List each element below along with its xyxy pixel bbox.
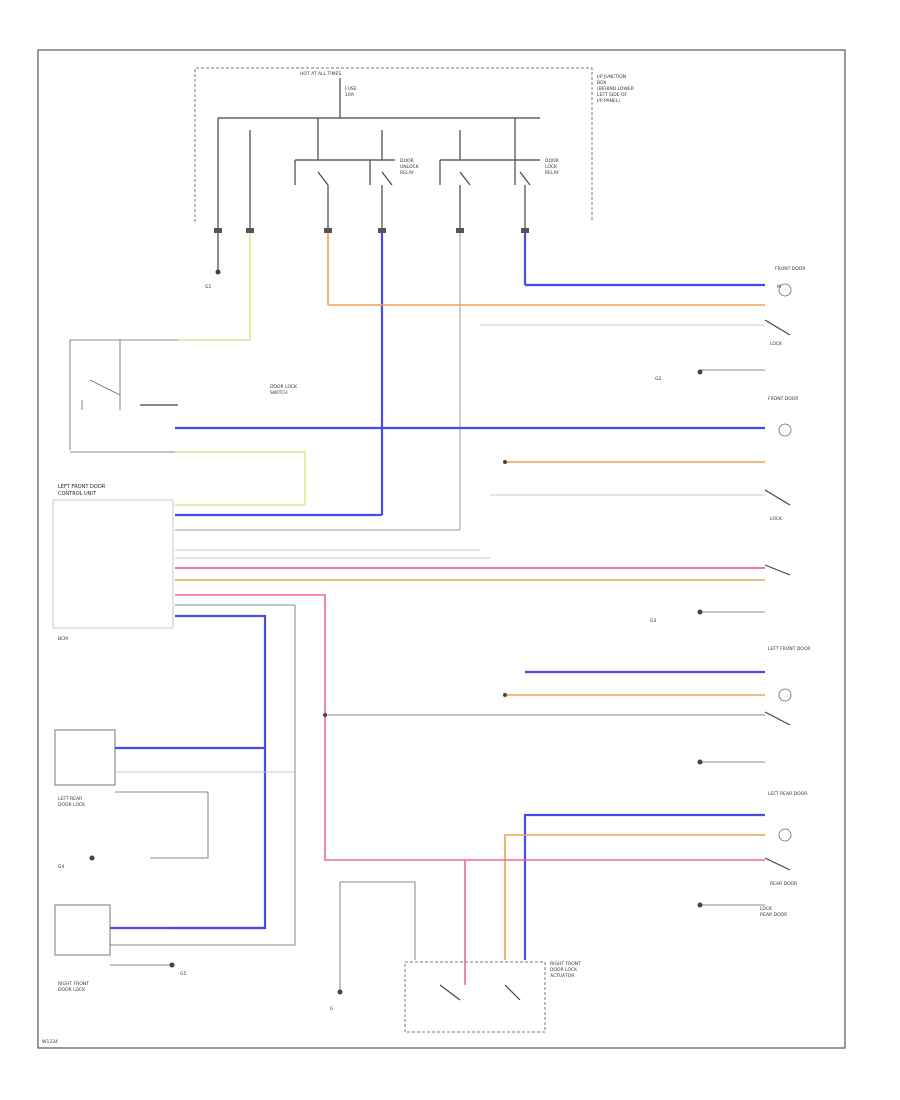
relay-label-1: DOOR: [400, 158, 414, 164]
switch-label-b: SWITCH: [270, 390, 288, 396]
ground-g1-label: G1: [205, 284, 211, 290]
relay-connectors: [214, 228, 529, 233]
right-front-switch-label: RIGHT FRONT: [58, 981, 89, 987]
right-label-4: LEFT FRONT DOOR: [768, 646, 811, 652]
top-relay-box: HOT AT ALL TIMES FUSE 10A I/P JUNCTION B…: [194, 67, 634, 232]
bottom-ground-label: G: [330, 1006, 334, 1012]
motor-label-1: M: [777, 284, 781, 290]
right-label-3: LOCK: [770, 516, 783, 522]
actuator-label-a: RIGHT FRONT: [550, 961, 581, 967]
left-rear-switch-label: LEFT REAR: [58, 796, 82, 802]
relay-label-2: DOOR: [545, 158, 559, 164]
control-unit-note: BCM: [58, 636, 68, 642]
right-switch-group-1: FRONT DOOR M LOCK G2: [328, 266, 805, 382]
right-label-6: REAR DOOR: [770, 881, 797, 887]
left-rear-door-switch: LEFT REAR DOOR LOCK G4: [54, 729, 295, 870]
bottom-actuator: G RIGHT FRONT DOOR LOCK ACTUATOR: [330, 881, 581, 1033]
right-switch-group-3: LEFT FRONT DOOR: [323, 646, 811, 765]
top-box-right-label3: (BEHIND LOWER: [597, 86, 634, 92]
ground-g3-label: G3: [650, 618, 656, 624]
right-label-7: LOCK: [760, 906, 773, 912]
top-box-right-label2: BOX: [597, 80, 606, 86]
ground-g5-label: G5: [180, 971, 186, 977]
relay-label-2c: RELAY: [545, 170, 559, 176]
top-box-right-label5: I/P PANEL): [597, 98, 620, 104]
right-switch-group-4: LEFT REAR DOOR REAR DOOR LOCK REAR DOOR: [465, 791, 807, 960]
left-control-unit: LEFT FRONT DOOR CONTROL UNIT BCM: [52, 484, 490, 960]
ground-g2-label: G2: [655, 376, 661, 382]
control-unit-title-2: CONTROL UNIT: [58, 491, 97, 497]
relay-label-1c: RELAY: [400, 170, 414, 176]
diagram-code: W1234: [42, 1039, 58, 1045]
ground-g4-label: G4: [58, 864, 64, 870]
top-box-sub: FUSE: [345, 86, 357, 92]
switch-label-a: DOOR LOCK: [270, 384, 298, 390]
control-unit-title-1: LEFT FRONT DOOR: [58, 484, 106, 490]
actuator-label-b: DOOR LOCK: [550, 967, 578, 973]
right-label-2: FRONT DOOR: [768, 396, 798, 402]
relay-label-1b: UNLOCK: [400, 164, 420, 170]
right-label-0: FRONT DOOR: [775, 266, 805, 272]
right-label-5: LEFT REAR DOOR: [768, 791, 807, 797]
right-switch-group-2: LOCK G3: [175, 460, 791, 624]
top-box-sub2: 10A: [345, 92, 355, 98]
top-box-title: HOT AT ALL TIMES: [300, 71, 341, 77]
actuator-label-c: ACTUATOR: [550, 973, 574, 979]
right-front-door-switch: G5 RIGHT FRONT DOOR LOCK: [54, 605, 296, 993]
top-box-right-label4: LEFT SIDE OF: [597, 92, 628, 98]
diagram-border: [37, 49, 846, 1049]
right-label-8: REAR DOOR: [760, 912, 787, 918]
left-door-lock-switch: DOOR LOCK SWITCH: [69, 339, 306, 505]
right-front-switch-label-b: DOOR LOCK: [58, 987, 86, 993]
relay-label-2b: LOCK: [545, 164, 558, 170]
right-label-1: LOCK: [770, 341, 783, 347]
left-rear-switch-label-b: DOOR LOCK: [58, 802, 86, 808]
top-box-right-label: I/P JUNCTION: [597, 74, 626, 80]
